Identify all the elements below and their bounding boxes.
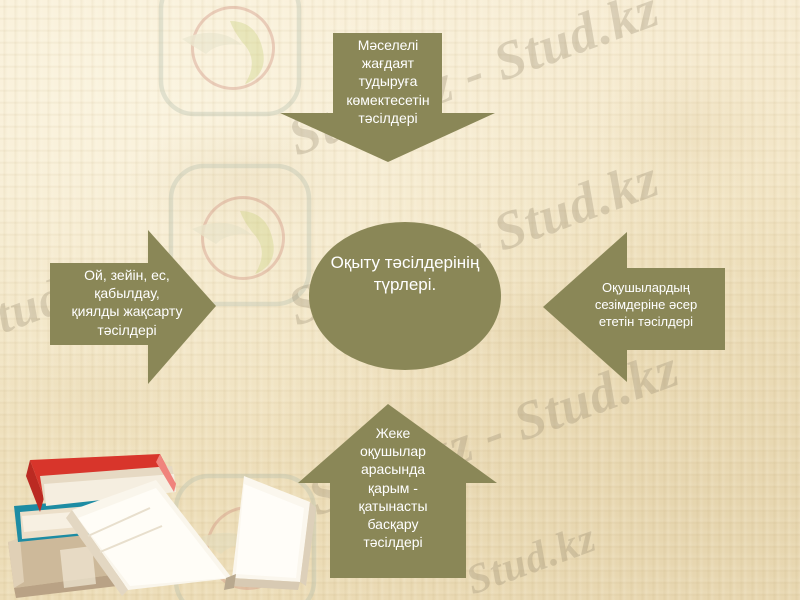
arrow-left-label: Ой, зейін, ес, қабылдау, қиялды жақсарту… [71,267,183,338]
books-illustration [0,432,320,600]
arrow-right-label: Оқушылардың сезімдеріне әсер ететін тәсі… [594,280,698,329]
arrow-top-label: Мәселелі жағдаят тудыруға көмектесетін т… [346,37,430,126]
watermark-logo [165,160,315,310]
watermark-logo [155,0,305,120]
arrow-bottom-label: Жеке оқушылар арасында қарым - қатынасты… [358,425,428,551]
arrow-left [50,230,216,384]
arrow-right [543,232,725,382]
arrow-top [280,33,495,162]
center-ellipse [309,222,501,370]
arrow-bottom [298,404,497,578]
center-ellipse-label: Оқыту тәсілдерінің түрлері. [330,253,480,295]
